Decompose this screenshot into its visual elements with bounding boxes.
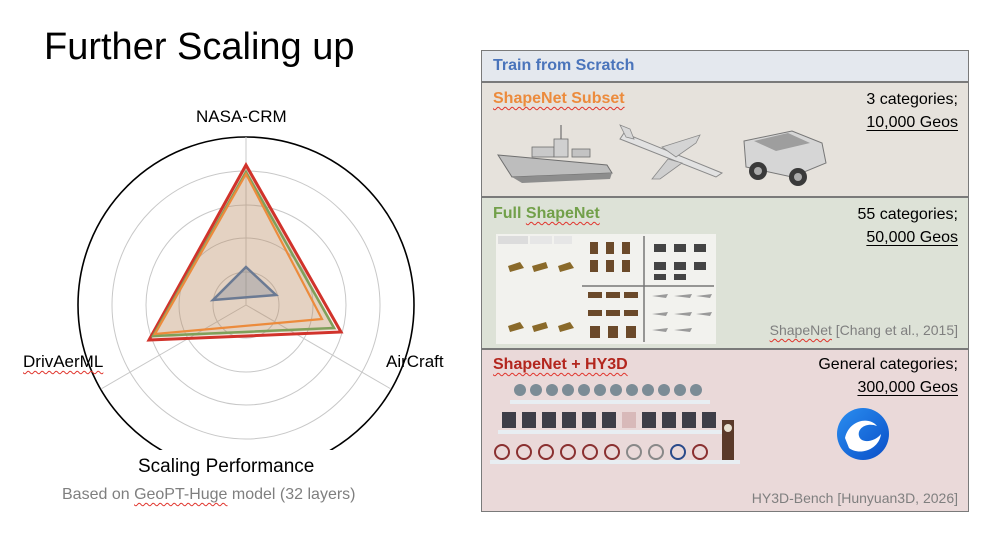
panel-hy3d-info: General categories; 300,000 Geos xyxy=(818,353,958,399)
panel-subset-info: 3 categories; 10,000 Geos xyxy=(866,88,958,134)
hunyuan-logo-icon xyxy=(837,408,889,460)
radar-fill-area xyxy=(150,167,337,338)
ship-model-icon xyxy=(497,125,613,183)
car-model-icon xyxy=(743,130,827,186)
radar-subcaption: Based on GeoPT-Huge model (32 layers) xyxy=(62,486,356,503)
panel-full-title: Full ShapeNet xyxy=(493,205,600,222)
panel-shapenet-hy3d: ShapeNet + HY3D General categories; 300,… xyxy=(481,349,969,512)
panel-subset-categories: 3 categories; xyxy=(866,91,958,108)
axis-label-nasa-crm: NASA-CRM xyxy=(196,107,287,126)
radar-series-hy3d xyxy=(146,161,344,342)
panel-header: Train from Scratch xyxy=(481,50,969,82)
axis-label-drivaerml: DrivAerML xyxy=(23,352,104,371)
radar-series-shapenet-subset xyxy=(153,171,324,336)
panel-full-categories: 55 categories; xyxy=(857,206,958,223)
panel-subset-title: ShapeNet Subset xyxy=(493,90,625,107)
panel-header-title: Train from Scratch xyxy=(493,57,635,74)
panel-full-info: 55 categories; 50,000 Geos xyxy=(857,203,958,249)
radar-caption: Scaling Performance xyxy=(138,456,315,477)
panel-hy3d-categories: General categories; xyxy=(818,356,958,373)
panel-shapenet-subset: ShapeNet Subset 3 categories; 10,000 Geo… xyxy=(481,82,969,197)
radar-axis-drivaer xyxy=(100,304,247,390)
radar-axis-aircraft xyxy=(245,304,392,390)
radar-chart xyxy=(77,136,415,450)
panel-full-citation: ShapeNet [Chang et al., 2015] xyxy=(769,322,958,338)
panel-subset-geos: 10,000 Geos xyxy=(866,114,958,131)
panel-hy3d-title: ShapeNet + HY3D xyxy=(493,356,628,373)
airplane-model-icon xyxy=(619,124,724,180)
axis-label-aircraft: AirCraft xyxy=(386,352,444,371)
panel-full-shapenet: Full ShapeNet 55 categories; 50,000 Geos xyxy=(481,197,969,349)
subset-3d-models-image xyxy=(497,124,827,186)
shapenet-gallery-image xyxy=(496,234,716,344)
hy3d-shelves-image xyxy=(490,384,740,464)
panel-full-geos: 50,000 Geos xyxy=(866,229,958,246)
radar-series-scratch xyxy=(209,265,279,302)
model-name: GeoPT-Huge xyxy=(134,486,228,503)
panel-hy3d-geos: 300,000 Geos xyxy=(857,379,958,396)
slide-title: Further Scaling up xyxy=(44,26,355,68)
panel-hy3d-citation: HY3D-Bench [Hunyuan3D, 2026] xyxy=(751,490,958,506)
